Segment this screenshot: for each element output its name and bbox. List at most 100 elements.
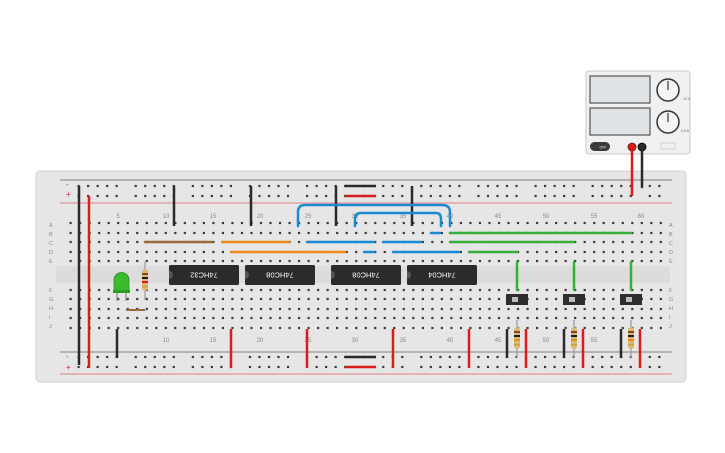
breadboard-hole[interactable] xyxy=(659,250,662,254)
breadboard-hole[interactable] xyxy=(610,194,613,198)
breadboard-hole[interactable] xyxy=(496,365,499,369)
breadboard-hole[interactable] xyxy=(259,307,263,311)
breadboard-hole[interactable] xyxy=(640,316,643,320)
breadboard-hole[interactable] xyxy=(267,355,271,359)
breadboard-hole[interactable] xyxy=(545,221,548,225)
breadboard-hole[interactable] xyxy=(412,297,415,301)
breadboard-hole[interactable] xyxy=(277,355,280,359)
breadboard-hole[interactable] xyxy=(231,326,234,330)
breadboard-hole[interactable] xyxy=(193,326,196,330)
breadboard-hole[interactable] xyxy=(191,355,194,359)
breadboard-hole[interactable] xyxy=(612,297,615,301)
breadboard-hole[interactable] xyxy=(153,194,156,198)
breadboard-hole[interactable] xyxy=(439,355,442,359)
breadboard-hole[interactable] xyxy=(612,221,615,225)
breadboard-hole[interactable] xyxy=(307,259,310,263)
chip-74hc04[interactable]: 74HC04 xyxy=(407,265,477,285)
breadboard-hole[interactable] xyxy=(553,365,556,369)
breadboard-hole[interactable] xyxy=(231,307,234,311)
breadboard-hole[interactable] xyxy=(345,231,348,235)
breadboard-hole[interactable] xyxy=(221,250,225,254)
breadboard-hole[interactable] xyxy=(164,221,167,225)
breadboard-hole[interactable] xyxy=(212,288,215,292)
breadboard-hole[interactable] xyxy=(136,240,139,244)
breadboard-hole[interactable] xyxy=(145,221,148,225)
breadboard-hole[interactable] xyxy=(593,307,596,311)
breadboard-hole[interactable] xyxy=(640,288,643,292)
breadboard-hole[interactable] xyxy=(69,307,72,311)
breadboard-hole[interactable] xyxy=(355,326,358,330)
breadboard-hole[interactable] xyxy=(220,194,223,198)
breadboard-hole[interactable] xyxy=(421,316,424,320)
breadboard-hole[interactable] xyxy=(278,231,282,235)
breadboard-hole[interactable] xyxy=(172,365,175,369)
breadboard-hole[interactable] xyxy=(591,365,594,369)
breadboard-hole[interactable] xyxy=(535,259,539,263)
breadboard-hole[interactable] xyxy=(486,355,490,359)
breadboard-hole[interactable] xyxy=(250,259,253,263)
breadboard-hole[interactable] xyxy=(535,288,539,292)
breadboard-hole[interactable] xyxy=(439,194,442,198)
breadboard-hole[interactable] xyxy=(364,231,367,235)
breadboard-hole[interactable] xyxy=(555,259,558,263)
breadboard-hole[interactable] xyxy=(564,259,567,263)
breadboard-hole[interactable] xyxy=(269,307,272,311)
breadboard-hole[interactable] xyxy=(193,297,196,301)
breadboard-hole[interactable] xyxy=(183,221,186,225)
led-resistor[interactable] xyxy=(142,262,148,300)
breadboard-hole[interactable] xyxy=(650,231,653,235)
breadboard-hole[interactable] xyxy=(650,316,653,320)
breadboard-hole[interactable] xyxy=(221,259,225,263)
breadboard-hole[interactable] xyxy=(193,288,196,292)
breadboard-hole[interactable] xyxy=(221,221,225,225)
breadboard-hole[interactable] xyxy=(202,250,205,254)
breadboard-hole[interactable] xyxy=(621,240,624,244)
breadboard-hole[interactable] xyxy=(202,316,205,320)
breadboard-hole[interactable] xyxy=(96,365,99,369)
breadboard-hole[interactable] xyxy=(429,365,432,369)
breadboard-hole[interactable] xyxy=(286,184,290,188)
breadboard-hole[interactable] xyxy=(164,259,167,263)
breadboard-hole[interactable] xyxy=(212,240,215,244)
breadboard-hole[interactable] xyxy=(497,221,501,225)
breadboard-hole[interactable] xyxy=(115,184,118,188)
breadboard-hole[interactable] xyxy=(183,259,186,263)
breadboard-hole[interactable] xyxy=(477,365,480,369)
breadboard-hole[interactable] xyxy=(136,250,139,254)
breadboard-hole[interactable] xyxy=(317,221,320,225)
breadboard-hole[interactable] xyxy=(286,365,290,369)
breadboard-hole[interactable] xyxy=(658,365,661,369)
breadboard-hole[interactable] xyxy=(545,307,548,311)
breadboard-hole[interactable] xyxy=(497,297,501,301)
breadboard-hole[interactable] xyxy=(431,288,434,292)
breadboard-hole[interactable] xyxy=(469,259,472,263)
breadboard-hole[interactable] xyxy=(469,288,472,292)
breadboard-hole[interactable] xyxy=(345,297,348,301)
breadboard-hole[interactable] xyxy=(315,194,318,198)
breadboard-hole[interactable] xyxy=(212,250,215,254)
breadboard-hole[interactable] xyxy=(610,365,613,369)
breadboard-hole[interactable] xyxy=(107,240,110,244)
breadboard-hole[interactable] xyxy=(477,355,480,359)
breadboard-hole[interactable] xyxy=(107,326,110,330)
breadboard-hole[interactable] xyxy=(231,297,234,301)
breadboard-hole[interactable] xyxy=(134,365,137,369)
breadboard-hole[interactable] xyxy=(134,194,137,198)
breadboard-hole[interactable] xyxy=(448,184,451,188)
breadboard-hole[interactable] xyxy=(326,221,329,225)
breadboard-hole[interactable] xyxy=(305,184,309,188)
switch-knob[interactable] xyxy=(569,297,575,302)
breadboard-hole[interactable] xyxy=(659,307,662,311)
breadboard-hole[interactable] xyxy=(164,288,167,292)
breadboard-hole[interactable] xyxy=(98,240,101,244)
breadboard-hole[interactable] xyxy=(355,297,358,301)
breadboard-hole[interactable] xyxy=(591,355,594,359)
breadboard-hole[interactable] xyxy=(126,231,129,235)
breadboard-hole[interactable] xyxy=(98,288,101,292)
breadboard-hole[interactable] xyxy=(401,355,404,359)
breadboard-hole[interactable] xyxy=(535,307,539,311)
breadboard-hole[interactable] xyxy=(269,231,272,235)
breadboard-hole[interactable] xyxy=(269,259,272,263)
breadboard-hole[interactable] xyxy=(448,365,451,369)
